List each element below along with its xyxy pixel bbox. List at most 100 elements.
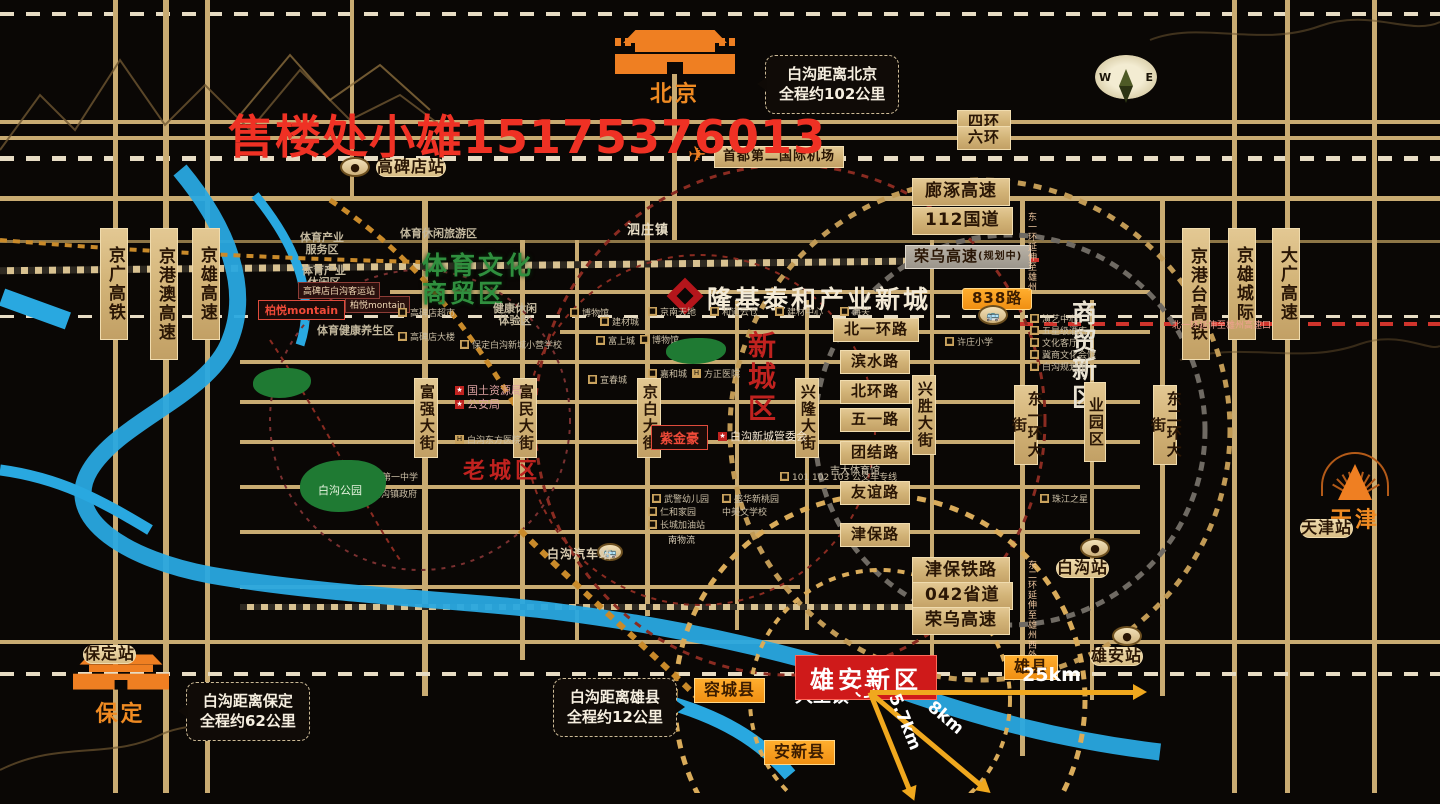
- poi-item: ■ 高碑店大楼: [398, 330, 455, 343]
- poi-label: 嘉和城: [660, 370, 688, 380]
- street-industrial-park[interactable]: 业园区: [1084, 382, 1106, 462]
- poi-label: 和道云仓: [722, 308, 759, 318]
- street-xingsheng[interactable]: 兴胜大街: [912, 375, 936, 455]
- road-langzhuo[interactable]: 廊涿高速: [912, 178, 1010, 206]
- road-rongwu-south[interactable]: 荣乌高速: [912, 607, 1010, 635]
- road-rongwu-label: 荣乌高速: [914, 247, 979, 265]
- callout-xiongxian: 白沟距离雄县 全程约12公里: [553, 678, 685, 737]
- poi-label: 演艺中心: [1042, 315, 1079, 325]
- ring-road-6[interactable]: 六环: [957, 126, 1012, 150]
- station-baigou-bus[interactable]: 白沟汽车站: [547, 547, 613, 561]
- poi-zijinhao[interactable]: 紫金豪: [651, 425, 709, 450]
- town-anxin[interactable]: 安新县: [764, 740, 836, 765]
- poi-item: H 白沟东方医院: [455, 433, 521, 446]
- station-baoding[interactable]: 保定站: [83, 644, 137, 664]
- poi-item: ■ 盛华新桃园: [722, 492, 779, 505]
- road-rongwu-north[interactable]: 荣乌高速 (规划中): [905, 245, 1032, 269]
- highway-jingxiong[interactable]: 京雄高速: [192, 228, 220, 340]
- poi-marker-icon: ■: [1030, 362, 1039, 371]
- airplane-icon: ✈: [688, 143, 707, 168]
- poi-item: ★ 国土资源局: [455, 382, 522, 398]
- zone-health-experience: 健康休闲 体验区: [493, 302, 537, 328]
- street-xinglong[interactable]: 兴隆大街: [795, 378, 819, 458]
- district-new-city: 新 城 区: [748, 329, 779, 425]
- poi-item: ■ 白沟规划馆: [1030, 360, 1087, 373]
- road-north-ring[interactable]: 北环路: [840, 380, 911, 404]
- highway-daguang[interactable]: 大广高速: [1272, 228, 1300, 340]
- poi-item: ★ 白沟新城管委会: [718, 428, 807, 444]
- poi-label: 南物流: [668, 536, 696, 546]
- poi-item: ■ 冀商文化会馆: [1030, 348, 1096, 361]
- poi-item: ■ 保定白沟新城小营学校: [460, 338, 562, 351]
- star-icon: ★: [455, 385, 464, 395]
- road-042-provincial[interactable]: 042省道: [912, 582, 1013, 610]
- poi-item: ■ 宣春城: [588, 373, 627, 386]
- compass-needle: [1119, 68, 1133, 103]
- town-xiongxian[interactable]: 雄县: [1004, 655, 1059, 680]
- road-jinbao-rail[interactable]: 津保铁路: [912, 557, 1010, 585]
- poi-label: 公安局: [467, 398, 500, 411]
- park-shape: [300, 460, 386, 512]
- city-beijing: 北京: [600, 30, 750, 108]
- poi-label: 珠江之星: [1052, 495, 1089, 505]
- road-tuanjie[interactable]: 团结路: [840, 441, 911, 465]
- poi-label: 武警幼儿园: [664, 495, 710, 505]
- street-fumin[interactable]: 富民大街: [513, 378, 537, 458]
- poi-item: ■ 建材中心: [775, 305, 823, 318]
- poi-item: ■ 建材城: [600, 315, 639, 328]
- poi-marker-icon: ■: [1030, 314, 1039, 323]
- station-gaobeidian[interactable]: 高碑店站: [376, 157, 447, 177]
- compass-west: W: [1099, 70, 1112, 84]
- highway-jingxiong-intercity[interactable]: 京雄城际: [1228, 228, 1256, 340]
- shop-icon: ■: [398, 308, 407, 317]
- road-north-first-ring[interactable]: 北一环路: [833, 318, 920, 342]
- station-baigou[interactable]: 白沟站: [1056, 558, 1110, 578]
- station-tianjin[interactable]: 天津站: [1300, 518, 1354, 538]
- poi-marker-icon: ■: [1030, 326, 1039, 335]
- street-east-second-ring[interactable]: 东二环大街: [1149, 385, 1183, 465]
- road-112[interactable]: 112国道: [912, 207, 1013, 235]
- poi-item: ■ 和道云仓: [710, 305, 758, 318]
- road-jinbao[interactable]: 津保路: [840, 523, 911, 547]
- road-wuyi[interactable]: 五一路: [840, 408, 911, 432]
- station-xiongan[interactable]: 雄安站: [1090, 646, 1144, 666]
- poi-marker-icon: ■: [648, 369, 657, 378]
- poi-marker-icon: ■: [710, 307, 719, 316]
- poi-label: 冀商文化会馆: [1042, 351, 1097, 361]
- road-binshui[interactable]: 滨水路: [840, 350, 911, 374]
- poi-label: 海关: [852, 308, 871, 318]
- fan-icon: [1318, 450, 1392, 500]
- town-rongcheng[interactable]: 容城县: [694, 678, 766, 703]
- zone-sports-health: 体育健康养生区: [317, 324, 394, 337]
- town-sizhuang[interactable]: 泗庄镇: [627, 223, 670, 238]
- poi-boyue[interactable]: 柏悦montain: [258, 300, 346, 320]
- poi-chip: 柏悦montain: [345, 296, 411, 313]
- school-icon: ■: [652, 494, 661, 503]
- park-label-baigou: 白沟公园: [318, 484, 362, 497]
- distance-label-25km: 25km: [1022, 664, 1081, 686]
- poi-item: ■ 珠江之星: [1040, 492, 1088, 505]
- poi-marker-icon: ■: [588, 375, 597, 384]
- park-shape: [253, 368, 311, 398]
- poi-label: 建材城: [612, 318, 640, 328]
- train-icon: ●: [1080, 538, 1110, 558]
- highway-jinggangao[interactable]: 京港澳高速: [150, 228, 178, 360]
- school-icon: ■: [945, 337, 954, 346]
- poi-item: 中美文学校: [722, 505, 767, 518]
- poi-label: 仁和家园: [660, 508, 697, 518]
- poi-label: 高碑店大楼: [410, 333, 456, 343]
- shop-icon: ■: [398, 332, 407, 341]
- museum-icon: ■: [570, 308, 579, 317]
- highway-jinggangtai-hsr[interactable]: 京港台高铁: [1182, 228, 1210, 360]
- airport-label[interactable]: 首都第二国际机场: [714, 146, 845, 168]
- poi-label: 宣春城: [600, 376, 628, 386]
- gate-icon: [615, 30, 735, 74]
- note-east-second-ring: 东二环延伸至雄州西外环: [1026, 560, 1036, 670]
- road-youyi[interactable]: 友谊路: [840, 481, 911, 505]
- street-fuqiang[interactable]: 富强大街: [414, 378, 438, 458]
- street-east-first-ring[interactable]: 东一环大街: [1010, 385, 1044, 465]
- highway-jingguang-hsr[interactable]: 京广高铁: [100, 228, 128, 340]
- distance-label-8km: 8km: [923, 697, 968, 739]
- hospital-icon: H: [692, 369, 701, 378]
- star-icon: ★: [455, 399, 464, 409]
